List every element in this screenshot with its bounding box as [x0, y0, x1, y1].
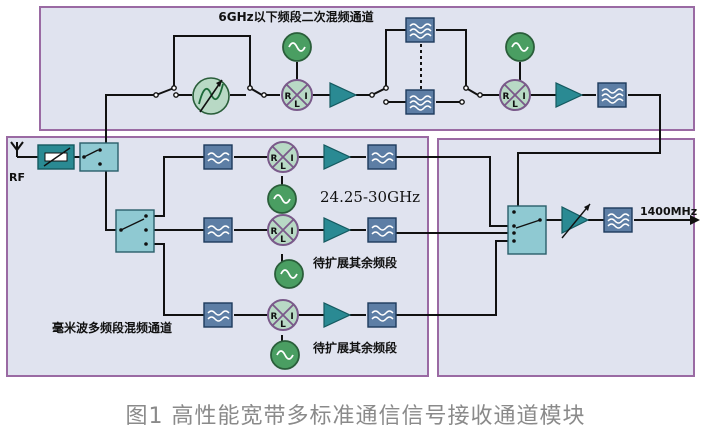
mixer-port-i: I: [290, 154, 293, 164]
band-label: 24.25-30GHz: [320, 188, 420, 206]
switch-icon: [153, 85, 179, 98]
mixer-port-r: R: [285, 92, 292, 102]
filter-icon: [203, 217, 233, 243]
output-arrow: [690, 215, 700, 225]
mixer-port-r: R: [503, 92, 510, 102]
oscillator-icon: [274, 259, 304, 289]
mixer-port-i: I: [290, 312, 293, 322]
filter-icon: [367, 144, 397, 170]
mixer-port-l: L: [512, 100, 518, 110]
mixer-port-l: L: [280, 162, 286, 172]
filter-icon: [203, 144, 233, 170]
reserve-label-1: 待扩展其余频段: [313, 255, 398, 270]
top-panel: [39, 6, 695, 131]
attenuator-icon: [37, 144, 75, 170]
figure-caption: 图1 高性能宽带多标准通信信号接收通道模块: [125, 404, 586, 429]
filter-icon: [203, 302, 233, 328]
mixer-port-l: L: [280, 320, 286, 330]
switch-icon: [507, 205, 547, 255]
mixer-port-r: R: [271, 312, 278, 322]
switch-icon: [115, 209, 155, 253]
filter-icon: [367, 302, 397, 328]
filter-icon: [367, 217, 397, 243]
mixer-port-i: I: [304, 92, 307, 102]
mixer-port-r: R: [271, 154, 278, 164]
variable-gain-amplifier-icon: [561, 203, 591, 239]
switch-icon: [247, 85, 267, 98]
reserve-label-2: 待扩展其余频段: [313, 340, 398, 355]
antenna-icon: [10, 141, 24, 157]
output-panel: [437, 138, 695, 377]
output-if-label: 1400MHz: [640, 205, 697, 218]
rf-label: RF: [9, 171, 25, 184]
top-panel-title: 6GHz以下频段二次混频通道: [218, 9, 373, 24]
switch-icon: [459, 85, 483, 105]
switch-icon: [79, 142, 119, 172]
switch-icon: [369, 85, 389, 105]
filter-icon: [405, 89, 435, 115]
mixer-port-r: R: [271, 227, 278, 237]
filter-icon: [597, 82, 627, 108]
mixer-port-i: I: [290, 227, 293, 237]
mmwave-panel: [6, 136, 429, 377]
oscillator-icon: [505, 32, 535, 62]
mixer-port-l: L: [294, 100, 300, 110]
oscillator-icon: [282, 32, 312, 62]
tunable-filter-icon: [192, 77, 230, 115]
oscillator-icon: [270, 340, 300, 370]
filter-icon: [405, 17, 435, 43]
mixer-port-i: I: [522, 92, 525, 102]
mixer-port-l: L: [280, 235, 286, 245]
mmwave-panel-title: 毫米波多频段混频通道: [52, 320, 172, 335]
filter-icon: [603, 207, 633, 233]
oscillator-icon: [267, 184, 297, 214]
